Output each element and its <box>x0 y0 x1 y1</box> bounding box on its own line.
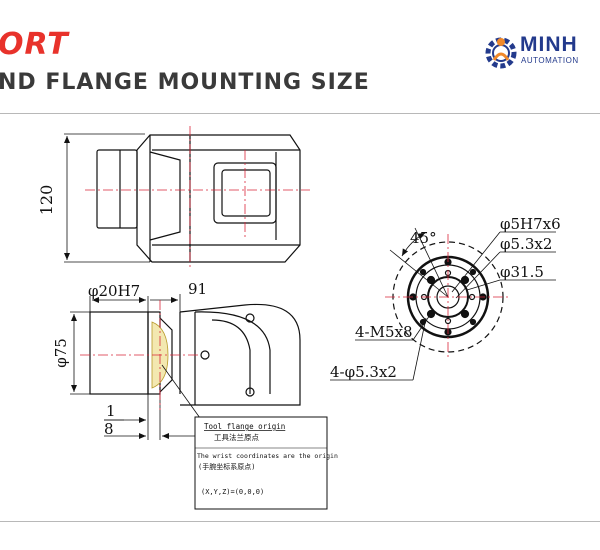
note-line-2: 工具法兰原点 <box>214 432 259 442</box>
top-view-centerlines <box>85 126 310 270</box>
section-subtitle: ND FLANGE MOUNTING SIZE <box>0 70 370 95</box>
callout-thread: 4-M5x8 <box>355 323 413 341</box>
logo-wordmark: MINH <box>520 33 578 56</box>
dim-8: 8 <box>104 420 114 438</box>
flange-centerlines <box>385 234 511 360</box>
dim-diameter: φ75 <box>52 338 70 368</box>
callout-hole: φ5.3x2 <box>500 235 552 253</box>
gear-person-icon <box>485 37 517 69</box>
header-divider <box>0 113 600 114</box>
top-view <box>64 133 301 263</box>
origin-note-box <box>194 416 328 510</box>
note-line-3: The wrist coordinates are the origin <box>197 452 338 460</box>
note-line-4: (手腕坐标系原点) <box>198 462 255 471</box>
note-line-5: (X,Y,Z)=(0,0,0) <box>201 488 264 496</box>
angle-label: 45° <box>410 229 437 247</box>
dim-height: 120 <box>37 185 56 216</box>
logo-subtitle: AUTOMATION <box>521 56 579 65</box>
note-leader <box>161 364 201 419</box>
callout-pin: φ5H7x6 <box>500 215 561 233</box>
side-view-centerlines <box>80 300 200 410</box>
section-title-fragment: ORT <box>0 27 69 62</box>
footer-divider <box>0 521 600 522</box>
callout-pcd: φ31.5 <box>500 263 544 281</box>
dim-bore: φ20H7 <box>88 282 140 300</box>
dim-1: 1 <box>106 402 116 420</box>
dim-length: 91 <box>188 280 207 298</box>
note-line-1: Tool flange origin <box>204 422 285 431</box>
callout-holes4: 4-φ5.3x2 <box>330 363 397 381</box>
brand-logo: MINH AUTOMATION <box>484 34 600 74</box>
